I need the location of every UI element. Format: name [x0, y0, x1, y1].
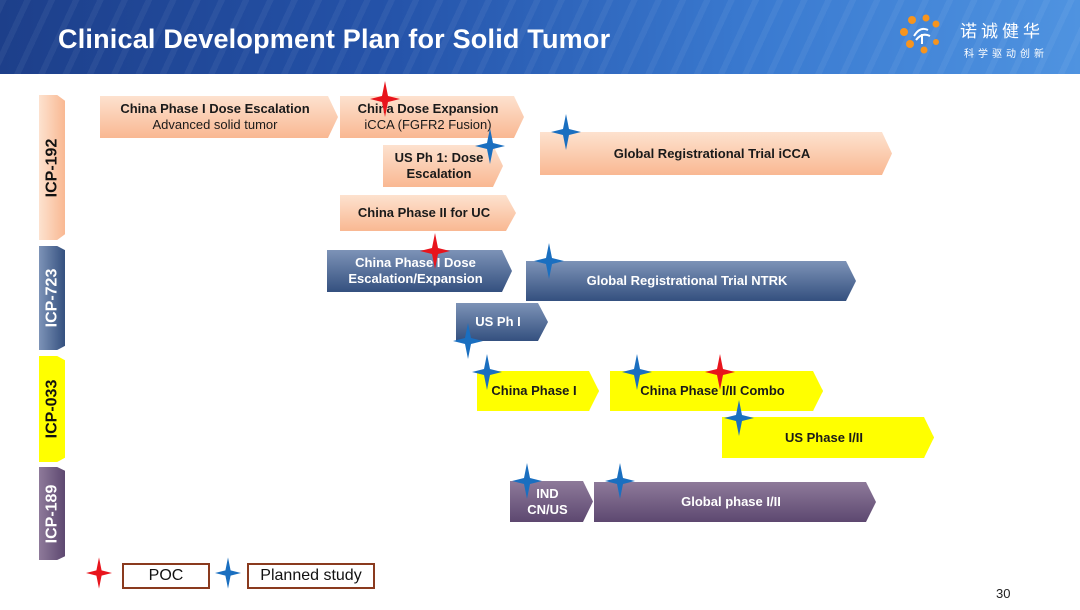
planned-star-icon	[724, 400, 754, 436]
program-label-icp-189: ICP-189	[39, 467, 65, 560]
logo-mark-icon	[900, 14, 940, 54]
bar-china-phase1-dose-esc-exp: China Phase I Dose Escalation/Expansion	[327, 250, 512, 292]
legend-planned-study: Planned study	[247, 563, 375, 589]
poc-legend-star-icon	[86, 557, 112, 589]
program-label-icp-192: ICP-192	[39, 95, 65, 240]
bar-china-phase12-combo: China Phase I/II Combo	[610, 371, 823, 411]
legend-poc: POC	[122, 563, 210, 589]
bar-title: China Dose Expansion	[357, 101, 499, 116]
program-label-icp-723: ICP-723	[39, 246, 65, 350]
slide-header: Clinical Development Plan for Solid Tumo…	[0, 0, 1080, 74]
bar-china-phase2-uc: China Phase II for UC	[340, 195, 516, 231]
bar-us-phase12: US Phase I/II	[722, 417, 934, 458]
poc-star-icon	[705, 354, 735, 390]
planned-star-icon	[605, 463, 635, 499]
poc-star-icon	[420, 233, 450, 269]
bar-subtitle: Escalation	[406, 166, 472, 181]
bar-global-registrational-ntrk: Global Registrational Trial NTRK	[526, 261, 856, 301]
bar-subtitle: Escalation/Expansion	[348, 271, 483, 286]
bar-global-registrational-icca: Global Registrational Trial iCCA	[540, 132, 892, 175]
bar-title: Global Registrational Trial NTRK	[586, 273, 788, 288]
planned-star-icon	[622, 354, 652, 390]
bar-us-ph1-dose-escalation: US Ph 1: Dose Escalation	[383, 145, 503, 187]
bar-subtitle: CN/US	[527, 501, 568, 517]
bar-subtitle: iCCA (FGFR2 Fusion)	[364, 117, 492, 132]
poc-star-icon	[370, 81, 400, 117]
bar-title: China Phase I/II Combo	[640, 383, 785, 398]
bar-china-dose-expansion: China Dose Expansion iCCA (FGFR2 Fusion)	[340, 96, 524, 138]
program-label-icp-033: ICP-033	[39, 356, 65, 462]
bar-title: US Ph I	[475, 314, 521, 329]
bar-subtitle: Advanced solid tumor	[152, 117, 278, 132]
planned-star-icon	[512, 463, 542, 499]
legend-poc-label: POC	[148, 567, 184, 584]
bar-title: China Phase I Dose	[355, 255, 476, 270]
planned-legend-star-icon	[215, 557, 241, 589]
planned-star-icon	[551, 114, 581, 150]
bar-title: Global phase I/II	[681, 494, 781, 509]
bar-title: US Phase I/II	[784, 429, 864, 445]
bar-china-phase1-dose-escalation: China Phase I Dose Escalation Advanced s…	[100, 96, 338, 138]
planned-star-icon	[475, 128, 505, 164]
bar-global-phase12: Global phase I/II	[594, 482, 876, 522]
bar-us-ph1: US Ph I	[456, 303, 548, 341]
bar-title: China Phase I Dose Escalation	[120, 101, 310, 116]
planned-star-icon	[534, 243, 564, 279]
bar-title: Global Registrational Trial iCCA	[613, 145, 811, 161]
bar-china-phase1: China Phase I	[477, 371, 599, 411]
bar-title: China Phase II for UC	[357, 205, 491, 220]
bar-title: China Phase I	[491, 383, 577, 398]
bar-title: IND	[536, 485, 559, 501]
logo-slogan: 科学驱动创新	[964, 49, 1048, 60]
planned-star-icon	[472, 354, 502, 390]
page-number: 30	[996, 586, 1011, 601]
page-title: Clinical Development Plan for Solid Tumo…	[58, 24, 611, 54]
legend-planned-label: Planned study	[260, 567, 362, 584]
company-logo: 诺诚健华 科学驱动创新	[898, 14, 1058, 62]
logo-name: 诺诚健华	[960, 22, 1044, 42]
bar-ind-cn-us: IND CN/US	[510, 481, 593, 522]
planned-star-icon	[453, 323, 483, 359]
bar-title: US Ph 1: Dose	[394, 150, 484, 165]
